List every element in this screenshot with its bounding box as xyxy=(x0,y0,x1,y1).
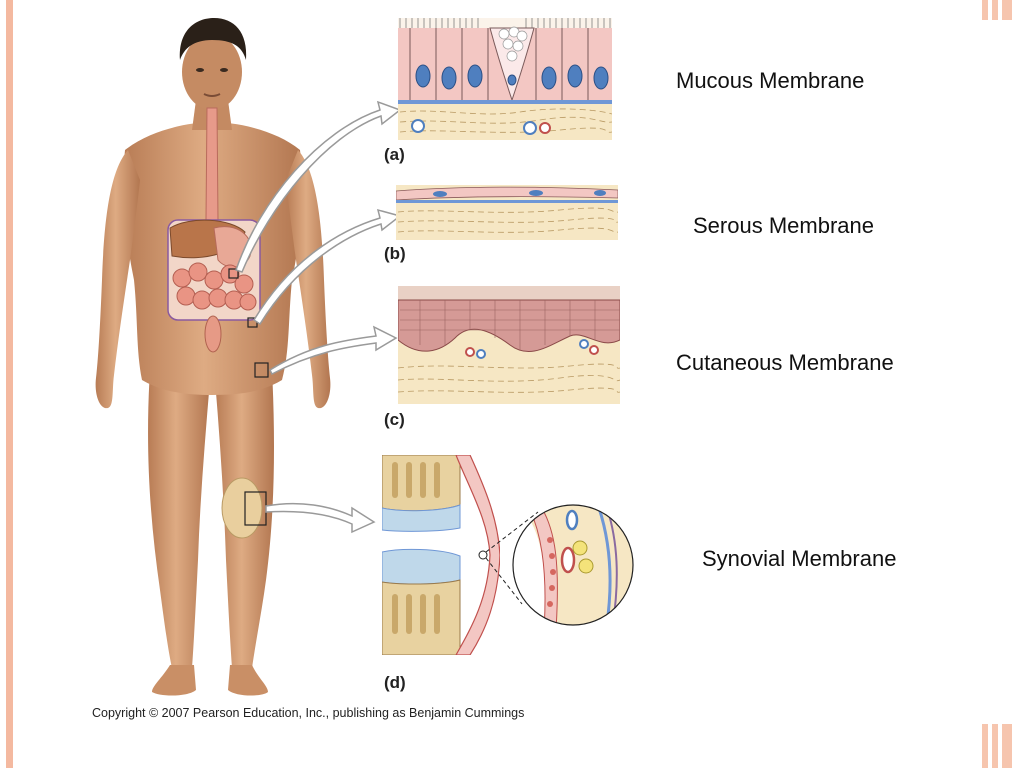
cutaneous-membrane-illustration xyxy=(398,286,620,404)
synovial-joint-illustration xyxy=(382,455,500,655)
slide-top-corner-decoration xyxy=(982,0,1022,20)
serous-membrane-illustration xyxy=(396,185,618,240)
panel-label-a: (a) xyxy=(384,145,405,164)
panel-label-c: (c) xyxy=(384,410,405,429)
human-body-figure xyxy=(95,18,331,696)
label-synovial-membrane: Synovial Membrane xyxy=(702,546,897,571)
copyright-notice: Copyright © 2007 Pearson Education, Inc.… xyxy=(92,706,525,720)
panel-label-b: (b) xyxy=(384,244,406,263)
mucous-membrane-illustration xyxy=(398,18,612,140)
label-mucous-membrane: Mucous Membrane xyxy=(676,68,865,93)
slide-left-accent-bar xyxy=(6,0,13,768)
slide-bottom-corner-decoration xyxy=(982,724,1022,768)
label-cutaneous-membrane: Cutaneous Membrane xyxy=(676,350,894,375)
synovial-magnified-inset xyxy=(512,504,634,626)
label-serous-membrane: Serous Membrane xyxy=(693,213,874,238)
panel-label-d: (d) xyxy=(384,673,406,692)
